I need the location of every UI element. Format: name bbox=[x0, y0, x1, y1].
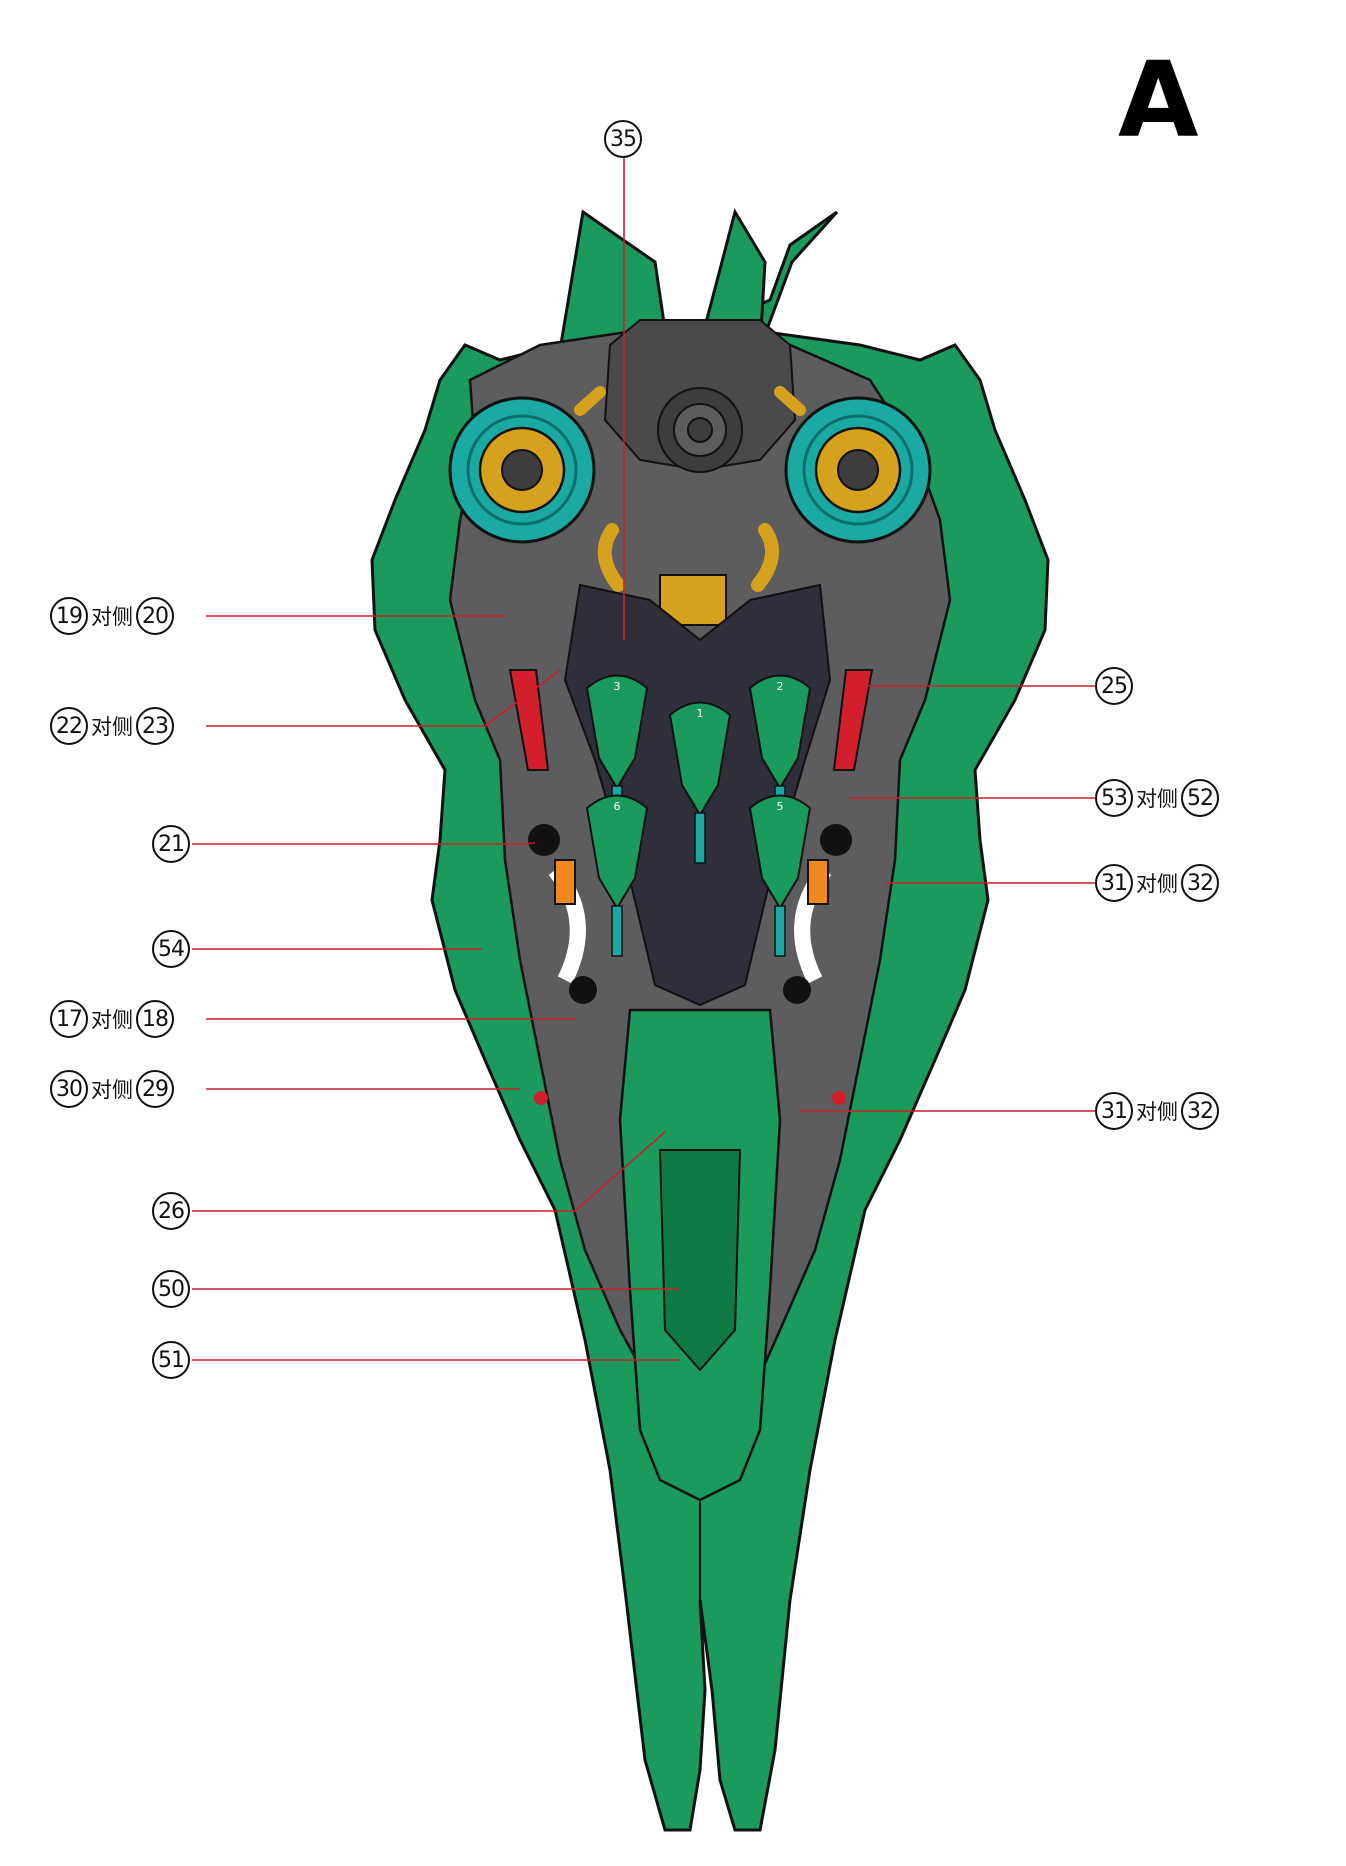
callout-number: 35 bbox=[604, 120, 642, 158]
right-orange-coupling bbox=[807, 859, 829, 905]
callout-c51: 51 bbox=[152, 1339, 190, 1381]
left-lower-joint bbox=[569, 976, 597, 1004]
callout-number: 25 bbox=[1095, 667, 1133, 705]
callout-c25: 25 bbox=[1095, 665, 1133, 707]
missile-pod-number: 1 bbox=[697, 707, 704, 720]
callout-opposite-number: 20 bbox=[136, 597, 174, 635]
left-gold-strut bbox=[574, 386, 606, 416]
leader-line-c26 bbox=[192, 1131, 666, 1212]
callout-opposite-side-text: 对侧 bbox=[1136, 872, 1178, 896]
callout-number: 54 bbox=[152, 930, 190, 968]
callout-number: 31 bbox=[1095, 864, 1133, 902]
left-gold-bracket bbox=[597, 523, 625, 592]
missile-pod-number: 5 bbox=[777, 800, 784, 813]
top-exhaust-core bbox=[687, 417, 713, 443]
callout-opposite-number: 32 bbox=[1181, 1092, 1219, 1130]
callout-number: 19 bbox=[50, 597, 88, 635]
callout-opposite-side-text: 对侧 bbox=[91, 605, 133, 629]
callout-opposite-side-text: 对侧 bbox=[91, 715, 133, 739]
left-orange-coupling bbox=[554, 859, 576, 905]
right-lower-joint bbox=[783, 976, 811, 1004]
callout-c35: 35 bbox=[604, 118, 642, 160]
callout-c50: 50 bbox=[152, 1268, 190, 1310]
callout-number: 31 bbox=[1095, 1092, 1133, 1130]
callout-opposite-side-text: 对侧 bbox=[91, 1078, 133, 1102]
callout-c54: 54 bbox=[152, 928, 190, 970]
missile-pod-number: 3 bbox=[614, 680, 621, 693]
callout-opposite-number: 23 bbox=[136, 707, 174, 745]
missile-pods: 3 1 2 6 5 bbox=[585, 674, 812, 957]
left-turbine-hub bbox=[501, 449, 543, 491]
right-gold-strut bbox=[774, 386, 806, 416]
missile-pod-number: 2 bbox=[777, 680, 784, 693]
left-black-joint bbox=[528, 824, 560, 856]
callout-c26: 26 bbox=[152, 1190, 190, 1232]
left-red-panel bbox=[508, 669, 550, 771]
callout-opposite-number: 52 bbox=[1181, 779, 1219, 817]
missile-pod: 1 bbox=[668, 701, 732, 864]
right-gold-bracket bbox=[751, 523, 780, 592]
callout-opposite-number: 32 bbox=[1181, 864, 1219, 902]
callout-number: 21 bbox=[152, 825, 190, 863]
callout-opposite-number: 29 bbox=[136, 1070, 174, 1108]
leader-lines bbox=[192, 158, 1095, 1361]
callout-number: 26 bbox=[152, 1192, 190, 1230]
callout-number: 17 bbox=[50, 1000, 88, 1038]
callout-opposite-side-text: 对侧 bbox=[1136, 1100, 1178, 1124]
missile-pod: 6 bbox=[585, 794, 649, 957]
callout-c21: 21 bbox=[152, 823, 190, 865]
callout-number: 53 bbox=[1095, 779, 1133, 817]
right-red-dot bbox=[832, 1091, 846, 1105]
callout-number: 22 bbox=[50, 707, 88, 745]
callout-opposite-number: 18 bbox=[136, 1000, 174, 1038]
callout-opposite-side-text: 对侧 bbox=[91, 1008, 133, 1032]
callout-opposite-side-text: 对侧 bbox=[1136, 787, 1178, 811]
missile-pod-number: 6 bbox=[614, 800, 621, 813]
right-turbine-hub bbox=[837, 449, 879, 491]
callout-number: 51 bbox=[152, 1341, 190, 1379]
right-red-panel bbox=[832, 669, 874, 771]
callout-number: 50 bbox=[152, 1270, 190, 1308]
sheet-letter: A bbox=[1118, 39, 1199, 161]
missile-pod: 5 bbox=[748, 794, 812, 957]
left-red-dot bbox=[534, 1091, 548, 1105]
callout-number: 30 bbox=[50, 1070, 88, 1108]
leader-line-c22 bbox=[206, 669, 561, 727]
spine-detail bbox=[658, 1149, 742, 1372]
right-black-joint bbox=[820, 824, 852, 856]
leader-line-c21 bbox=[192, 842, 536, 845]
